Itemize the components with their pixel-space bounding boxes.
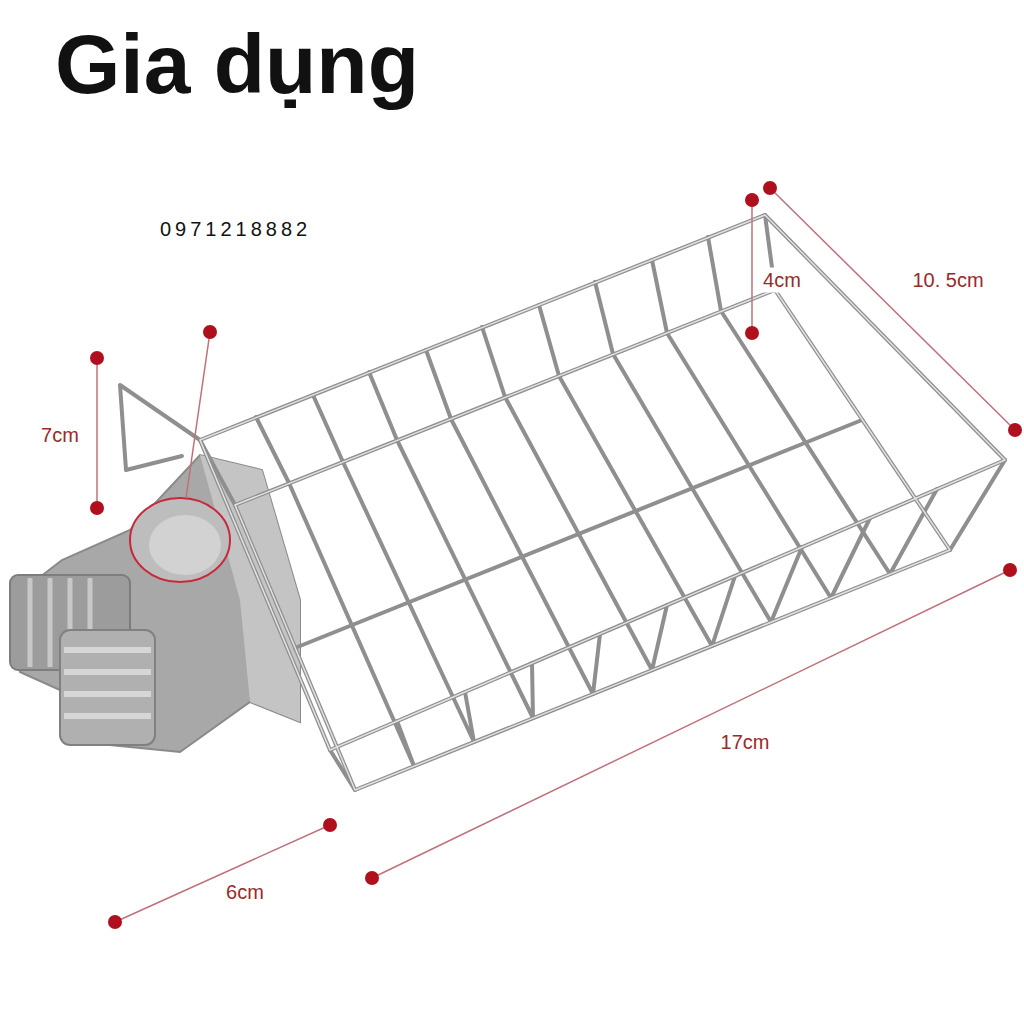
dimension-marks	[90, 181, 1022, 929]
phone-number: 0971218882	[160, 218, 311, 241]
dimension-label: 6cm	[223, 880, 267, 905]
dimension-label: 7cm	[38, 423, 82, 448]
dimension-label: 4cm	[760, 268, 804, 293]
title: Gia dụng	[55, 22, 419, 106]
clamp	[10, 455, 300, 752]
wire-basket	[120, 215, 1005, 790]
dimension-label: 10. 5cm	[909, 268, 986, 293]
dimension-label: 17cm	[718, 730, 773, 755]
